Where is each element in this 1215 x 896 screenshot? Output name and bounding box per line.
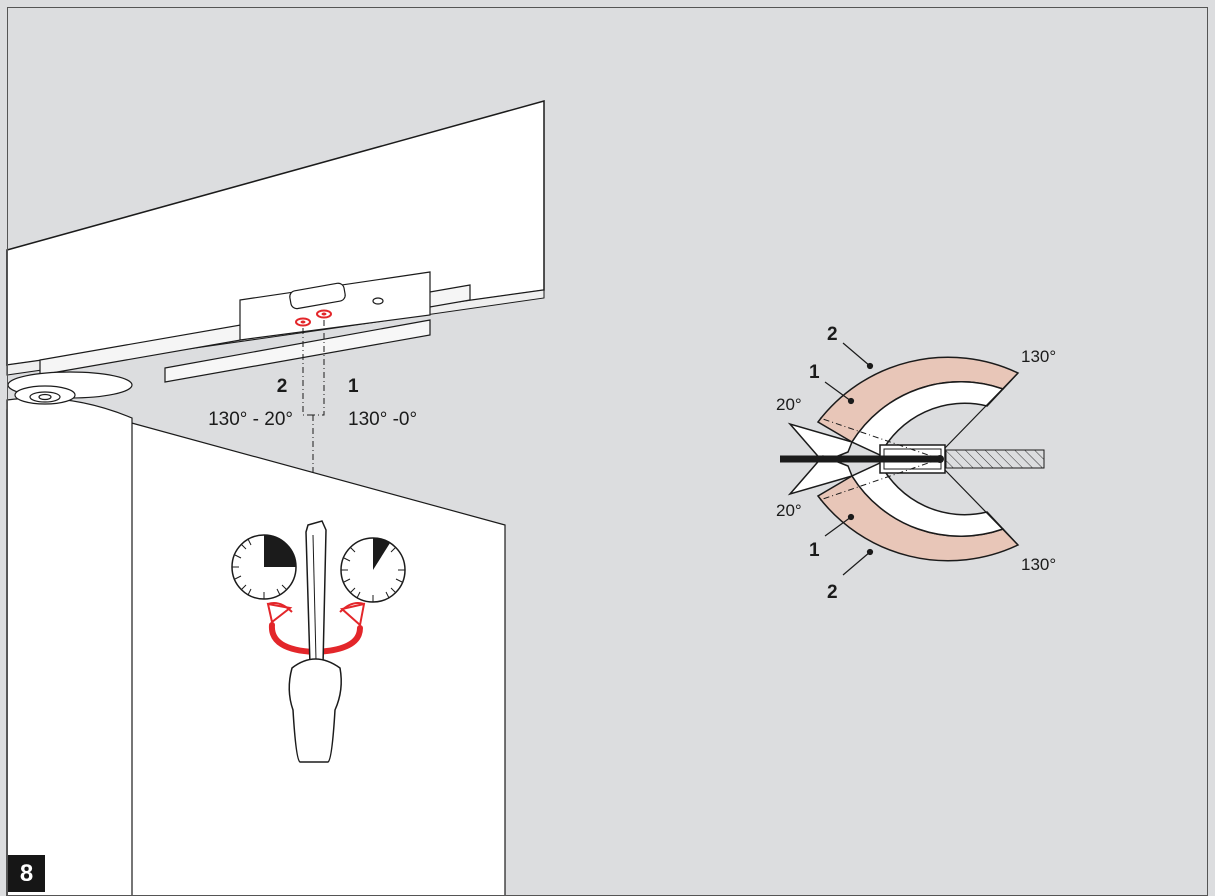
lower-arc-1-label: 1 [809, 540, 820, 561]
lower-arc-2-label: 2 [827, 582, 838, 603]
screw-2-range: 130° - 20° [208, 409, 293, 430]
adjusting-screw-1 [316, 309, 332, 319]
dial-gauge-icon [231, 534, 297, 600]
upper-arc-2-label: 2 [827, 324, 838, 345]
upper-130-deg-label: 130° [1021, 347, 1056, 366]
mounting-plate [39, 271, 471, 383]
upper-arc-1-label: 1 [809, 362, 820, 383]
rotation-arrow-icon [266, 602, 366, 627]
lower-130-deg-label: 130° [1021, 555, 1056, 574]
figure-number-badge: 8 [8, 855, 45, 892]
dial-gauge-icon [340, 537, 406, 603]
upper-20-deg-label: 20° [776, 395, 802, 414]
screwdriver-icon [288, 520, 342, 763]
pivot-roller [7, 371, 133, 405]
wall-section [945, 449, 1045, 469]
screw-1-label: 1 [348, 376, 359, 397]
screw-1-range: 130° -0° [348, 409, 417, 430]
door-edge-cylinder [6, 397, 133, 896]
left-view: 2 130° - 20° 1 130° -0° [6, 100, 545, 896]
adjusting-screw-2 [295, 317, 311, 327]
right-view: 2 1 20° 130° 20° 1 2 130° [776, 324, 1056, 603]
screw-2-label: 2 [277, 376, 288, 397]
lower-20-deg-label: 20° [776, 501, 802, 520]
